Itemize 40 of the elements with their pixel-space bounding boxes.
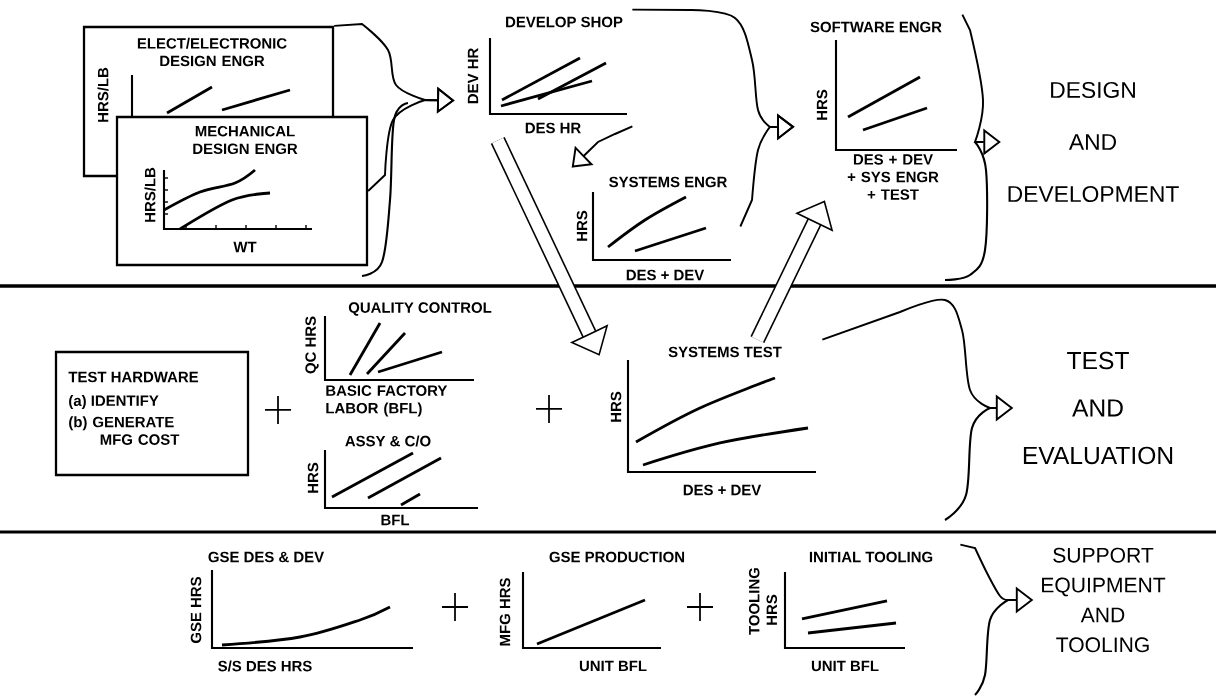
heading-text: SUPPORT EQUIPMENT AND TOOLING bbox=[1042, 547, 1166, 653]
chart-title: SYSTEMS ENGR bbox=[609, 176, 727, 188]
chart-title: SOFTWARE ENGR bbox=[810, 21, 942, 33]
axis-label: UNIT BFL bbox=[811, 660, 879, 672]
axis-label: DES + DEV bbox=[683, 484, 762, 496]
axis-label: QC HRS bbox=[305, 316, 319, 374]
chart-title: ELECT/ELECTRONIC DESIGN ENGR bbox=[137, 37, 287, 67]
axis-label: UNIT BFL bbox=[579, 660, 647, 672]
chart-title: MECHANICAL DESIGN ENGR bbox=[193, 125, 298, 155]
axis-label: HRS/LB bbox=[144, 167, 156, 222]
chart-title: GSE PRODUCTION bbox=[549, 551, 685, 563]
axis-label: HRS bbox=[307, 462, 319, 493]
chart-title: DEVELOP SHOP bbox=[506, 16, 623, 28]
axis-label: MFG HRS bbox=[499, 578, 511, 646]
axis-label: GSE HRS bbox=[190, 577, 202, 643]
list-item: (b) GENERATE MFG COST bbox=[69, 416, 180, 445]
chart-title: QUALITY CONTROL bbox=[348, 302, 492, 316]
axis-label: DEV HR bbox=[467, 48, 479, 104]
chart-title: GSE DES & DEV bbox=[208, 551, 324, 563]
axis-label: DES + DEV bbox=[626, 269, 705, 281]
axis-label: HRS/LB bbox=[97, 67, 109, 122]
chart-title: ASSY & C/O bbox=[345, 435, 431, 447]
hollow-arrow bbox=[490, 137, 609, 356]
axis-label: HRS bbox=[576, 210, 588, 241]
axis-label: DES + DEV + SYS ENGR + TEST bbox=[847, 154, 939, 200]
brace-arrow bbox=[571, 125, 634, 168]
chart-title: INITIAL TOOLING bbox=[809, 551, 933, 563]
axis-label: BFL bbox=[381, 514, 410, 526]
axis-label: HRS bbox=[816, 89, 828, 120]
heading-text: TEST AND EVALUATION bbox=[1023, 351, 1173, 465]
axis-label: WT bbox=[233, 241, 257, 253]
list-item: (a) IDENTIFY bbox=[69, 395, 159, 409]
heading-text: DESIGN AND DEVELOPMENT bbox=[1008, 81, 1179, 203]
axis-label: S/S DES HRS bbox=[218, 660, 312, 672]
chart-title: SYSTEMS TEST bbox=[668, 346, 782, 358]
axis-label: HRS bbox=[610, 391, 622, 422]
box-heading: TEST HARDWARE bbox=[68, 371, 199, 383]
axis-label: BASIC FACTORY LABOR (BFL) bbox=[326, 385, 448, 417]
axis-label: TOOLING HRS bbox=[748, 568, 778, 635]
axis-label: DES HR bbox=[525, 122, 581, 134]
